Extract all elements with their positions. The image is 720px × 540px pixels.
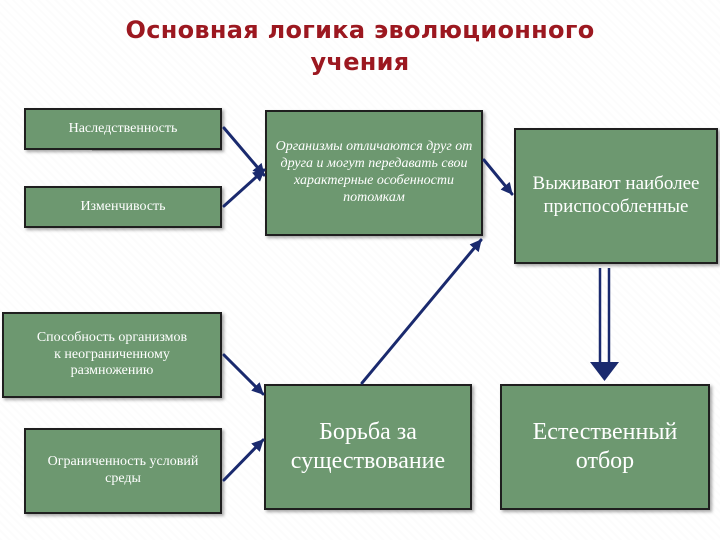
inheritance-label: Организмы отличаются друг от друга и мог… <box>275 139 473 205</box>
title-line-1: Основная логика эволюционного <box>125 16 595 44</box>
variability-box: Изменчивость <box>24 186 222 228</box>
arrow-limited-conditions-to-struggle <box>222 438 265 482</box>
limited-conditions-box: Ограниченность условий среды <box>24 428 222 514</box>
survival-box: Выживают наиболее приспособленные <box>514 128 718 264</box>
reproduction-label: Способность организмов к неограниченному… <box>36 329 188 379</box>
struggle-label: Борьба за существование <box>290 419 446 474</box>
arrow-variability-to-inheritance <box>222 168 266 208</box>
selection-box: Естественный отбор <box>500 384 710 510</box>
arrow-struggle-to-survival <box>360 238 483 385</box>
arrow-reproduction-to-struggle <box>222 353 265 396</box>
heredity-box: Наследственность <box>24 108 222 150</box>
inheritance-box: Организмы отличаются друг от друга и мог… <box>265 110 483 236</box>
selection-label: Естественный отбор <box>532 419 678 474</box>
title-line-2: учения <box>310 48 410 76</box>
page-title: Основная логика эволюционного учения <box>60 14 660 78</box>
reproduction-box: Способность организмов к неограниченному… <box>2 312 222 398</box>
variability-label: Изменчивость <box>80 198 166 214</box>
arrow-heredity-to-inheritance <box>222 126 266 177</box>
divider-line <box>92 150 222 151</box>
survival-label: Выживают наиболее приспособленные <box>532 173 700 217</box>
double-arrow-survival-to-selection <box>590 268 619 381</box>
arrow-inheritance-to-survival <box>482 158 514 196</box>
struggle-box: Борьба за существование <box>264 384 472 510</box>
heredity-label: Наследственность <box>68 120 178 136</box>
limited-conditions-label: Ограниченность условий среды <box>47 454 199 486</box>
